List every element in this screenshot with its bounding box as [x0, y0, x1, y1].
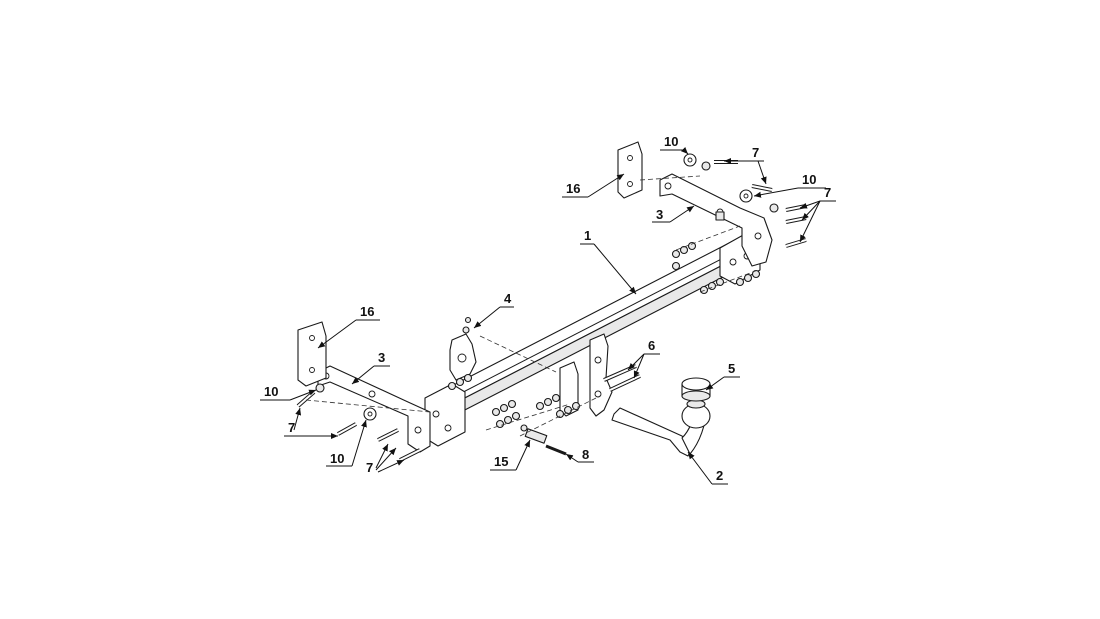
callout-6: 6: [627, 338, 660, 379]
plate-right: [617, 141, 643, 199]
callout-8: 8: [565, 447, 594, 463]
callout-5-label: 5: [728, 361, 735, 376]
callout-6-label: 6: [648, 338, 655, 353]
callout-1: 1: [580, 228, 637, 295]
callout-2: 2: [687, 451, 728, 485]
callout-10-bottom: 10: [326, 419, 367, 467]
callout-7-left-a-label: 7: [288, 420, 295, 435]
callout-16-left: 16: [317, 304, 380, 349]
callout-5: 5: [705, 361, 740, 391]
callout-4-label: 4: [504, 291, 512, 306]
callout-3-right-label: 3: [656, 207, 663, 222]
callout-3-left-label: 3: [378, 350, 385, 365]
callout-7-right: 7: [799, 185, 836, 243]
callout-7-right-label: 7: [824, 185, 831, 200]
callout-10-bottom-label: 10: [330, 451, 344, 466]
callout-15: 15: [490, 439, 531, 471]
callout-2-label: 2: [716, 468, 723, 483]
callout-16-left-label: 16: [360, 304, 374, 319]
hardware-group: [296, 153, 807, 462]
callout-15-label: 15: [494, 454, 508, 469]
ball-cap: [681, 377, 711, 402]
callout-7-top: 7: [724, 145, 767, 185]
callout-4: 4: [473, 291, 514, 329]
plate-left: [297, 321, 327, 387]
socket-bracket: [449, 316, 477, 381]
assembly-lines: [305, 175, 759, 437]
callout-7-top-label: 7: [752, 145, 759, 160]
callout-10-top: 10: [660, 134, 689, 155]
callout-10-left: 10: [260, 384, 317, 401]
callout-8-label: 8: [582, 447, 589, 462]
callout-7-left-b-label: 7: [366, 460, 373, 475]
callout-16-right: 16: [562, 173, 625, 198]
callout-10-right: 10: [753, 172, 826, 198]
callout-16-right-label: 16: [566, 181, 580, 196]
callout-3-right: 3: [652, 205, 695, 223]
hitch-plate: [559, 333, 641, 417]
callout-7-left-b: 7: [366, 443, 405, 475]
callout-3-left: 3: [351, 350, 390, 385]
callout-1-label: 1: [584, 228, 591, 243]
right-side-bracket: [659, 173, 773, 267]
callout-7-left-a: 7: [284, 407, 338, 439]
callout-10-right-label: 10: [802, 172, 816, 187]
callout-10-left-label: 10: [264, 384, 278, 399]
callout-10-top-label: 10: [664, 134, 678, 149]
tow-ball-arm: [611, 399, 711, 457]
